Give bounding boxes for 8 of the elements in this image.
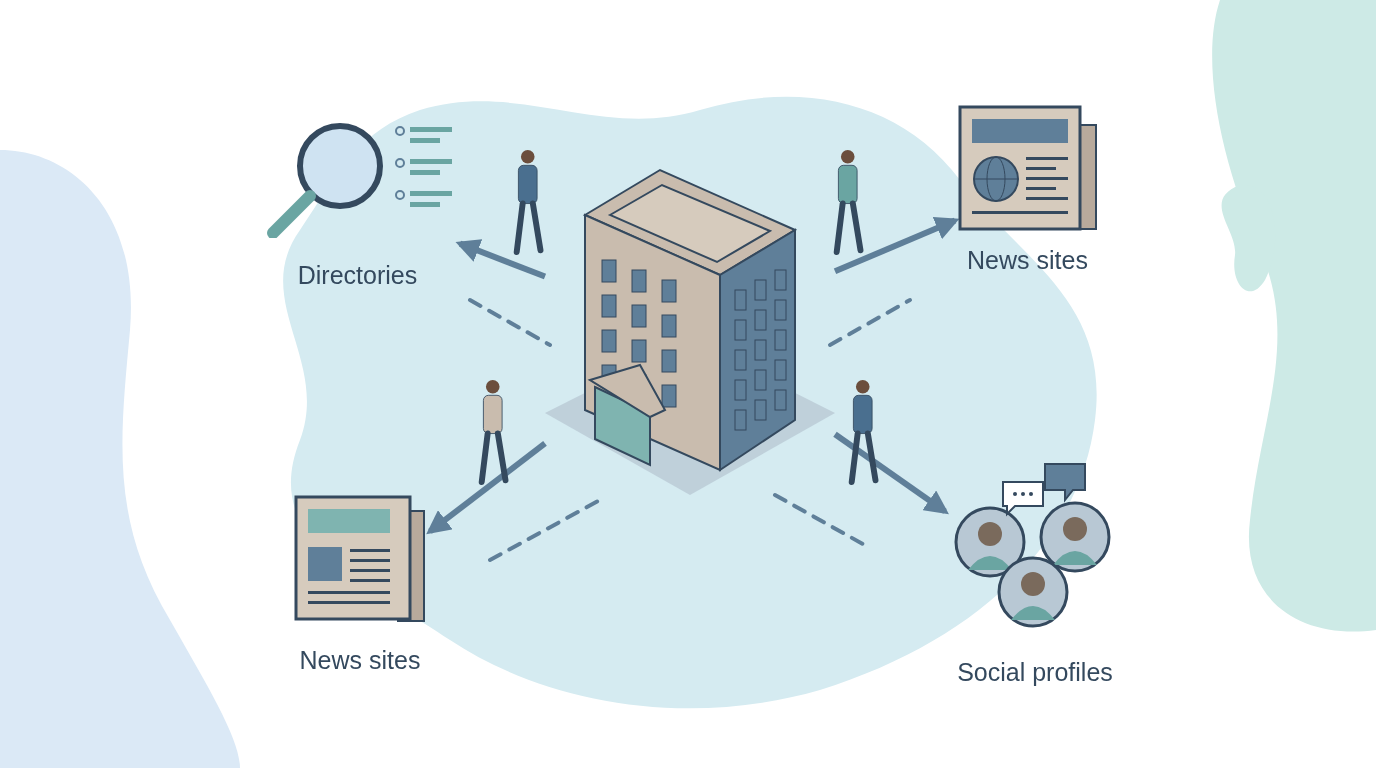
node-label: News sites <box>966 246 1089 275</box>
arrow <box>833 431 949 515</box>
arrow <box>455 239 547 280</box>
node-label: News sites <box>298 646 422 675</box>
node-label: Directories <box>296 261 419 290</box>
node-label: Social profiles <box>956 658 1114 687</box>
arrow <box>426 441 547 535</box>
arrow <box>833 217 960 275</box>
